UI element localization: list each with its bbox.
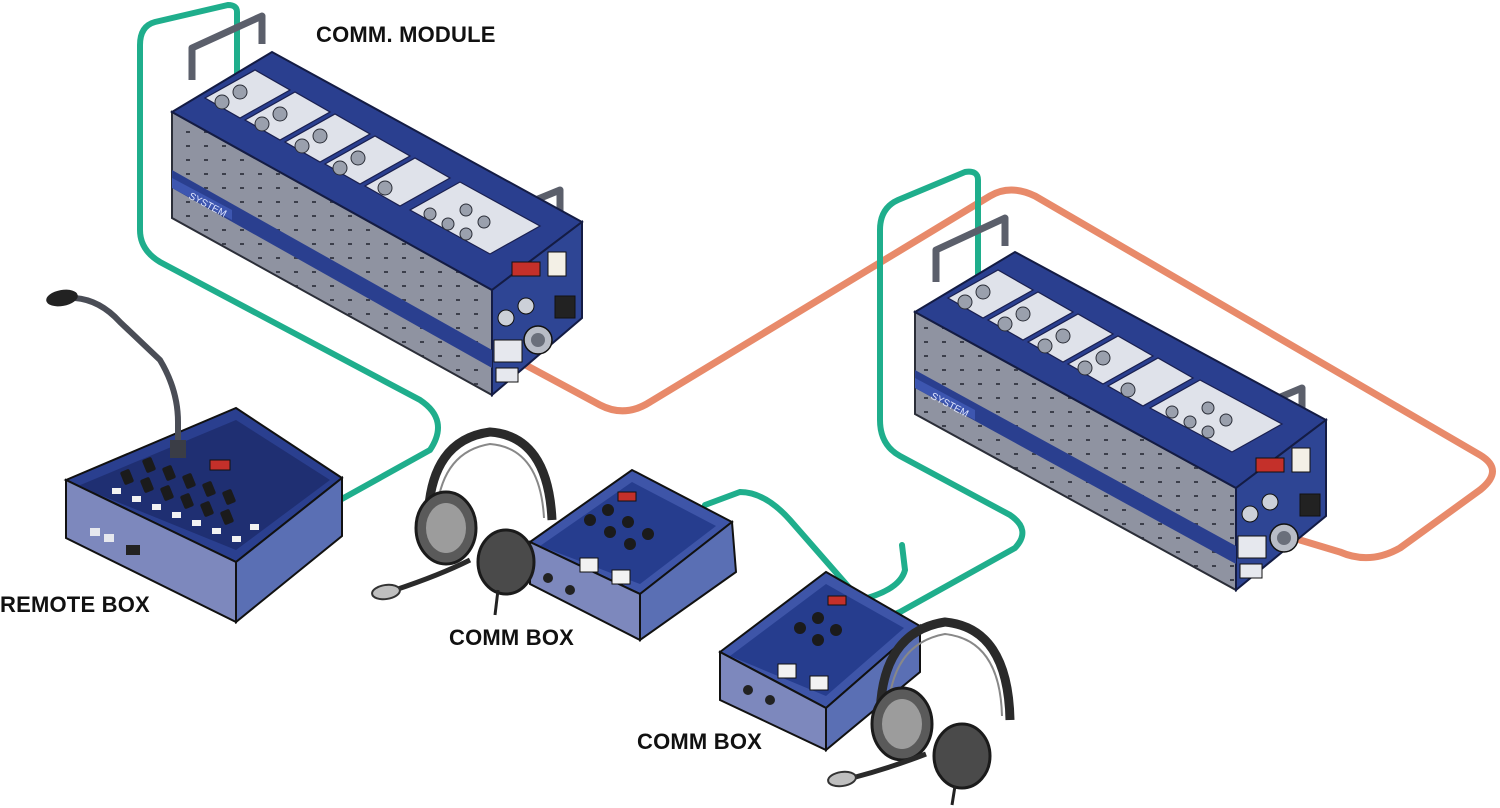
label-comm-box-2: COMM BOX bbox=[637, 729, 763, 754]
handle bbox=[188, 12, 266, 80]
cable-commbox-link bbox=[857, 542, 909, 603]
label-remote-box: REMOTE BOX bbox=[0, 592, 150, 617]
headset-icon bbox=[371, 427, 557, 616]
handle bbox=[932, 214, 1009, 282]
comm-box-1 bbox=[528, 468, 738, 642]
cable-module-link bbox=[516, 186, 1496, 562]
label-comm-box-1: COMM BOX bbox=[449, 625, 575, 650]
comm-module-1: SYSTEM bbox=[170, 12, 584, 398]
cable-module-to-commboxes bbox=[702, 168, 1026, 620]
comm-module-2: SYSTEM bbox=[912, 214, 1328, 593]
headset-icon bbox=[827, 617, 1015, 806]
comm-box-2 bbox=[718, 570, 922, 753]
microphone-icon bbox=[72, 295, 181, 455]
cable-module-to-remote bbox=[137, 1, 441, 513]
label-comm-module: COMM. MODULE bbox=[316, 22, 496, 47]
remote-box bbox=[46, 289, 344, 625]
